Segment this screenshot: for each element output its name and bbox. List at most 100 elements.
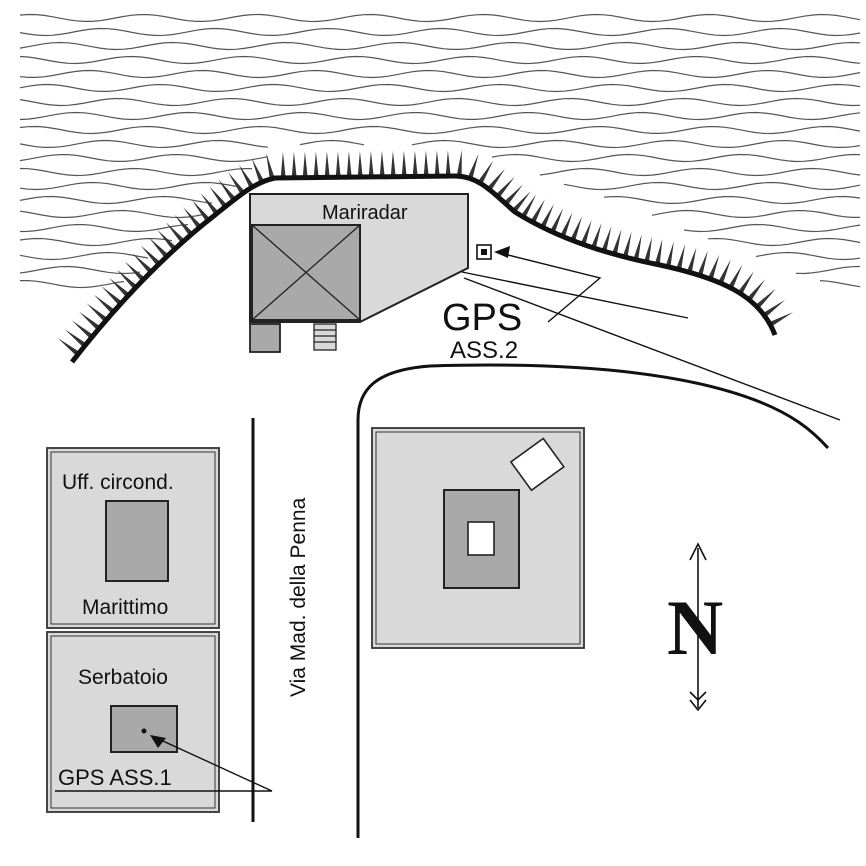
cliff-hatch-mark — [762, 299, 786, 318]
wave-line — [19, 181, 861, 191]
cliff-hatch-mark — [644, 236, 653, 263]
cliff-hatch-mark — [580, 219, 592, 246]
cliff-hatch-mark — [132, 253, 153, 274]
cliff-hatch-mark — [227, 171, 245, 195]
cliff-hatch-mark — [140, 245, 161, 266]
wave-line — [19, 209, 860, 219]
cliff-hatch-mark — [357, 151, 363, 178]
cliff-hatch-mark — [550, 208, 564, 234]
cliff-hatch-mark — [266, 153, 275, 180]
cliff-hatch-mark — [612, 229, 622, 255]
cliff-hatch-mark — [313, 151, 319, 178]
cliff-hatch-mark — [200, 193, 219, 216]
cliff-hatch-mark — [423, 150, 429, 177]
cliff-hatch-mark — [676, 244, 686, 270]
cliff-hatch-mark — [209, 186, 228, 209]
cliff-hatch-mark — [324, 151, 330, 178]
cliff-hatch-mark — [503, 184, 524, 206]
wave-line — [19, 83, 861, 93]
cliff-hatch-mark — [79, 311, 101, 331]
cliff-hatch-mark — [654, 238, 663, 265]
cliff-hatch-mark — [192, 200, 211, 222]
cliff-hatch-mark — [86, 303, 108, 323]
uff-circond-building — [46, 447, 220, 629]
cliff-hatch-mark — [412, 150, 418, 177]
wave-line — [19, 265, 861, 275]
wave-line — [19, 237, 861, 247]
cliff-hatch-mark — [477, 160, 494, 185]
cliff-hatch-mark — [101, 286, 123, 306]
cliff-hatch-mark — [560, 212, 573, 238]
wave-line — [19, 195, 861, 205]
cliff-hatch-mark — [434, 150, 440, 177]
wave-line — [19, 111, 861, 121]
cliff-hatch-mark — [149, 237, 169, 259]
cliff-hatch-mark — [218, 179, 237, 202]
serbatoio-label: Serbatoio — [78, 666, 168, 689]
wave-line — [19, 69, 861, 79]
mariradar-building — [249, 193, 469, 353]
wave-line — [19, 125, 861, 135]
cliff-hatch-mark — [109, 277, 130, 298]
cliff-hatch-mark — [456, 150, 462, 177]
gps-marker-icon — [476, 244, 492, 260]
cliff-hatch-mark — [520, 194, 537, 219]
cliff-hatch-mark — [697, 250, 708, 277]
leader-lines-ass2 — [461, 251, 841, 421]
cliff-hatch-mark — [57, 338, 80, 357]
wave-line — [19, 153, 861, 163]
cliff-hatch-mark — [570, 216, 583, 242]
wave-line — [19, 55, 861, 65]
cliff-hatch-mark — [540, 203, 554, 229]
cliff-hatch-mark — [728, 264, 743, 289]
cliff-hatch-mark — [251, 158, 265, 184]
wave-line — [19, 223, 861, 233]
cliff-hatch-mark — [755, 288, 776, 309]
cliff-hatch-mark — [165, 222, 185, 244]
cliff-hatch-mark — [116, 269, 138, 290]
stairs — [313, 323, 337, 351]
cliff-hatch-mark — [530, 199, 545, 224]
cliff-hatch-mark — [174, 214, 194, 237]
cliff-hatch-mark — [601, 226, 612, 252]
cliff-hatch-mark — [467, 153, 479, 180]
cliff-hatch-mark — [591, 223, 602, 249]
wave-line — [19, 41, 861, 51]
cliff-hatch-mark — [633, 234, 642, 261]
cliff-hatch-mark — [769, 312, 794, 327]
serbatoio-building — [46, 631, 220, 813]
cliff-hatch-mark — [379, 150, 385, 177]
gps-ass1-label: GPS ASS.1 — [58, 765, 172, 790]
cliff-hatch-mark — [368, 150, 374, 177]
cliff-hatch-mark — [335, 151, 341, 178]
cliff-hatch-mark — [124, 261, 146, 282]
north-label: N — [667, 584, 723, 671]
cliff-hatch-mark — [686, 247, 697, 273]
arrowhead-ass1 — [150, 735, 166, 748]
cliff-hatch-mark — [665, 241, 674, 268]
cliff-hatch-mark — [238, 164, 255, 189]
gps-ass2-label-line1: GPS — [442, 297, 522, 339]
wave-line — [19, 27, 861, 37]
uff-circond-label: Uff. circond. — [62, 471, 174, 494]
cliff-hatch-mark — [495, 176, 515, 198]
cliff-hatch-mark — [291, 151, 297, 178]
marittimo-label: Marittimo — [82, 596, 168, 619]
cliff-hatch-mark — [183, 207, 202, 229]
wave-line — [20, 280, 861, 289]
cliff-hatch-mark — [64, 329, 87, 348]
arrowhead-ass2 — [494, 246, 510, 258]
coastline — [70, 173, 778, 364]
cliff-hatching — [57, 150, 794, 357]
leader-lines-ass1 — [55, 735, 273, 792]
wave-line — [19, 97, 861, 107]
cliff-hatch-mark — [487, 168, 505, 191]
cliff-hatch-mark — [401, 150, 407, 177]
wave-line — [19, 167, 861, 177]
wave-line — [19, 251, 861, 261]
cliff-hatch-mark — [157, 229, 177, 251]
cliff-hatch-mark — [390, 150, 396, 177]
cliff-hatch-mark — [71, 320, 94, 339]
wave-line — [19, 13, 861, 23]
